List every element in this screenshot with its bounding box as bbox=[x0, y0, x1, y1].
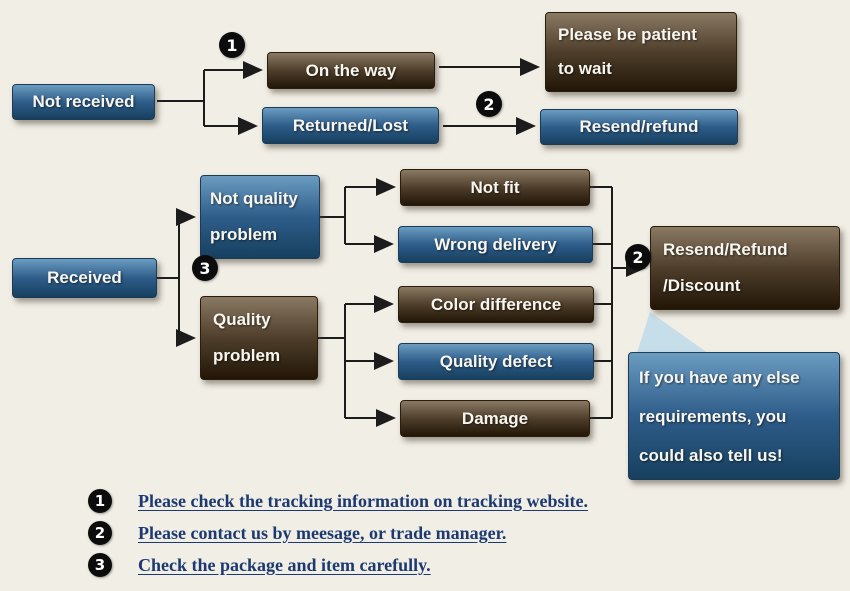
legend-item-3: 3 Check the package and item carefully. bbox=[88, 553, 588, 577]
node-label-line2: /Discount bbox=[663, 276, 741, 295]
node-not-fit: Not fit bbox=[400, 169, 590, 206]
badge-number: 3 bbox=[199, 258, 211, 278]
node-label: Not received bbox=[32, 92, 135, 111]
node-not-quality-problem: Not quality problem bbox=[200, 175, 320, 259]
node-label-line1: Not quality bbox=[210, 189, 298, 208]
bubble-line1: If you have any else bbox=[639, 367, 800, 387]
node-not-received: Not received bbox=[12, 84, 155, 120]
node-received: Received bbox=[12, 258, 157, 298]
step-3-badge: 3 bbox=[192, 255, 218, 281]
node-label-line2: problem bbox=[213, 346, 281, 365]
node-quality-defect: Quality defect bbox=[398, 343, 594, 380]
legend-1-text: Please check the tracking information on… bbox=[138, 490, 588, 511]
node-damage: Damage bbox=[400, 400, 590, 437]
bubble-line3: could also tell us! bbox=[639, 445, 783, 465]
bubble-tail bbox=[636, 312, 712, 356]
legend-3-badge: 3 bbox=[88, 553, 112, 577]
node-label: Quality defect bbox=[439, 351, 553, 371]
node-resend-refund: Resend/refund bbox=[540, 109, 738, 145]
node-resend-refund-discount: Resend/Refund /Discount bbox=[650, 226, 840, 310]
badge-number: 2 bbox=[94, 524, 106, 542]
legend-2-badge: 2 bbox=[88, 521, 112, 545]
node-label-line2: problem bbox=[210, 225, 278, 244]
legend-3-text: Check the package and item carefully. bbox=[138, 554, 431, 575]
node-label-line1: Quality bbox=[213, 310, 271, 329]
node-label-line1: Resend/Refund bbox=[663, 240, 788, 259]
node-label: Received bbox=[47, 268, 122, 287]
node-label: Color difference bbox=[430, 294, 562, 314]
note-bubble: If you have any else requirements, you c… bbox=[628, 352, 840, 480]
node-label: Wrong delivery bbox=[434, 234, 557, 254]
node-label: On the way bbox=[305, 60, 397, 80]
step-2-badge: 2 bbox=[476, 91, 502, 117]
node-color-difference: Color difference bbox=[398, 286, 594, 323]
node-label: Damage bbox=[461, 408, 529, 428]
badge-number: 1 bbox=[94, 492, 106, 510]
node-quality-problem: Quality problem bbox=[200, 296, 318, 380]
legend-1-badge: 1 bbox=[88, 489, 112, 513]
badge-number: 2 bbox=[483, 94, 495, 114]
step-2-badge-merge: 2 bbox=[625, 244, 651, 270]
node-be-patient: Please be patient to wait bbox=[545, 12, 737, 92]
badge-number: 2 bbox=[632, 247, 644, 267]
badge-number: 1 bbox=[226, 35, 238, 55]
node-on-the-way: On the way bbox=[267, 52, 435, 89]
node-wrong-delivery: Wrong delivery bbox=[398, 226, 593, 263]
node-label: Resend/refund bbox=[579, 117, 699, 136]
node-label: Not fit bbox=[470, 177, 520, 197]
legend-2-text: Please contact us by meesage, or trade m… bbox=[138, 522, 507, 543]
node-label-line2: to wait bbox=[558, 59, 612, 78]
legend-item-2: 2 Please contact us by meesage, or trade… bbox=[88, 521, 588, 545]
badge-number: 3 bbox=[94, 556, 106, 574]
legend-item-1: 1 Please check the tracking information … bbox=[88, 489, 588, 513]
node-label-line1: Please be patient bbox=[558, 25, 697, 44]
bubble-line2: requirements, you bbox=[639, 406, 787, 426]
node-label: Returned/Lost bbox=[292, 115, 409, 135]
step-1-badge: 1 bbox=[219, 32, 245, 58]
legend: 1 Please check the tracking information … bbox=[88, 489, 588, 585]
node-returned-lost: Returned/Lost bbox=[262, 107, 439, 144]
